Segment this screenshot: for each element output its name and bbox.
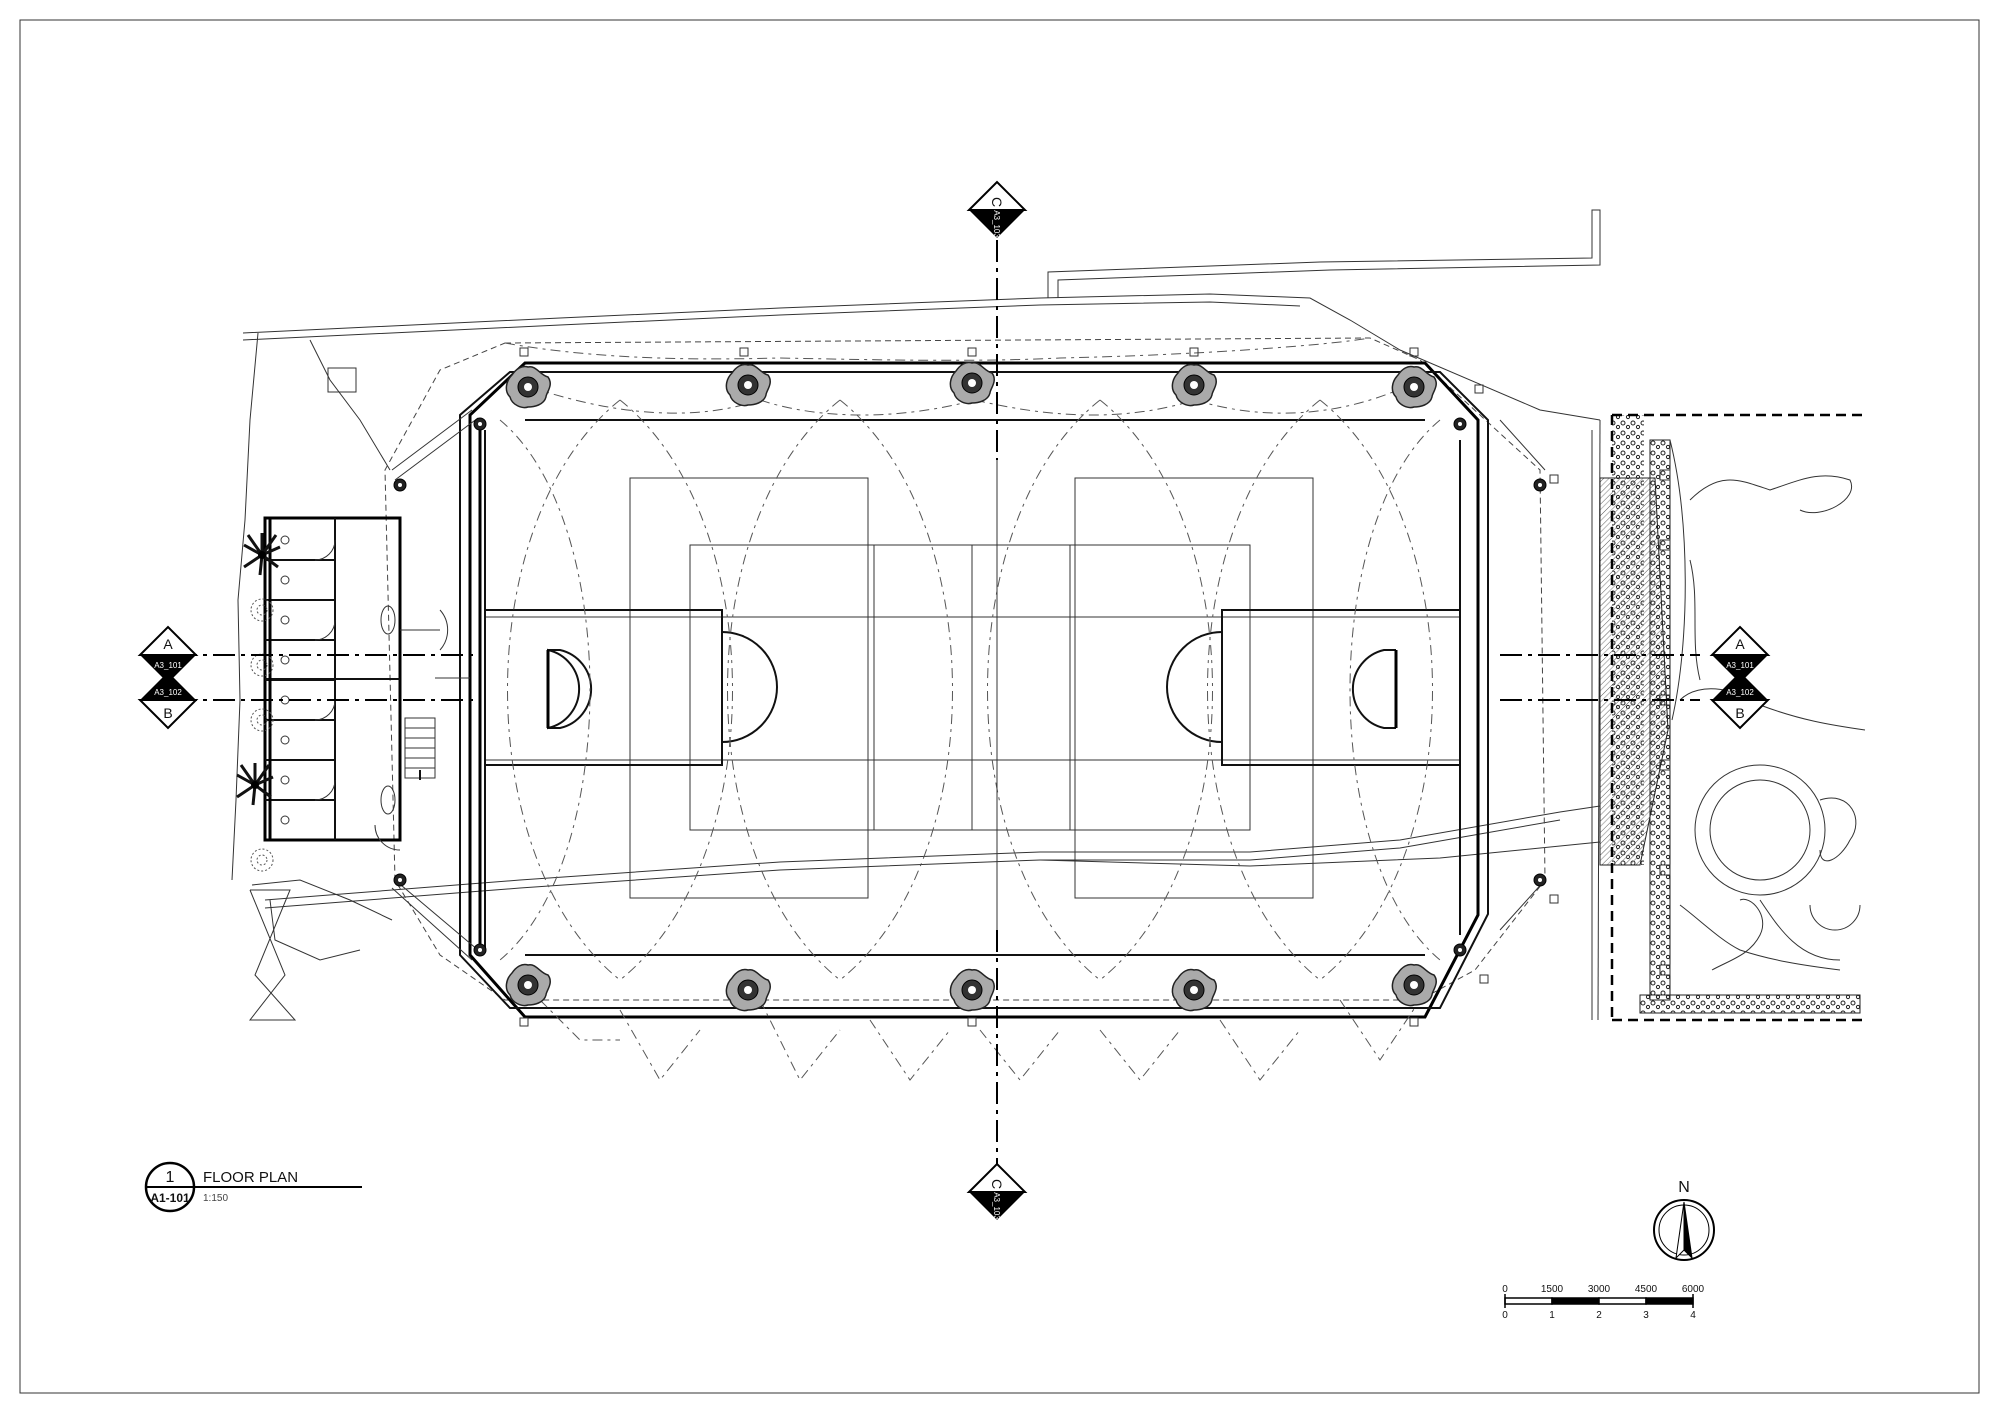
scale-label-m-2: 2	[1596, 1310, 1602, 1321]
scale-label-mm-3: 4500	[1635, 1284, 1658, 1295]
site-ramp	[248, 889, 297, 1021]
section-marker-letter: C	[989, 197, 1005, 207]
scale-label-m-3: 3	[1643, 1310, 1649, 1321]
amenities-block	[263, 516, 470, 851]
view-scale: 1:150	[203, 1193, 228, 1204]
view-title-block: 1 A1-101 FLOOR PLAN 1:150	[144, 1161, 362, 1213]
scale-label-m-4: 4	[1690, 1310, 1696, 1321]
north-label: N	[1678, 1179, 1690, 1196]
north-arrow: N	[1653, 1179, 1715, 1261]
adjacent-area	[1599, 413, 1866, 1022]
section-marker-b-left[interactable]: B A3_102	[137, 672, 199, 730]
section-marker-letter: A	[163, 636, 173, 652]
view-number: 1	[166, 1169, 175, 1186]
section-marker-letter: B	[163, 705, 172, 721]
scale-label-m-0: 0	[1502, 1310, 1508, 1321]
section-marker-ref: A3_102	[154, 688, 182, 697]
canopy-outline	[384, 337, 1546, 1001]
section-marker-ref: A3_101	[154, 661, 182, 670]
section-marker-letter: A	[1735, 636, 1745, 652]
building-outline	[391, 361, 1546, 1019]
section-marker-a-left[interactable]: A A3_101	[137, 625, 199, 683]
section-marker-letter: C	[989, 1179, 1005, 1189]
section-marker-c-top[interactable]: C A3_103	[966, 180, 1028, 238]
scale-label-mm-4: 6000	[1682, 1284, 1705, 1295]
sheet-ref: A1-101	[150, 1191, 190, 1205]
section-marker-letter: B	[1735, 705, 1744, 721]
scale-label-mm-1: 1500	[1541, 1284, 1564, 1295]
section-marker-ref: A3_102	[1726, 688, 1754, 697]
court-markings	[484, 477, 1461, 899]
section-marker-ref: A3_101	[1726, 661, 1754, 670]
section-marker-b-right[interactable]: B A3_102	[1709, 672, 1771, 730]
scale-bar: 0 1500 3000 4500 6000 0 1 2 3 4	[1502, 1284, 1704, 1321]
lighting-coverage	[499, 379, 1441, 1081]
section-lines	[175, 240, 1700, 1170]
sheet-border	[19, 19, 1980, 1394]
tree-planting	[505, 361, 1437, 1012]
scale-label-mm-0: 0	[1502, 1284, 1508, 1295]
section-marker-a-right[interactable]: A A3_101	[1709, 625, 1771, 683]
section-marker-ref: A3_103	[992, 1192, 1001, 1220]
structural-posts	[393, 347, 1559, 1027]
section-marker-c-bottom[interactable]: C A3_103	[966, 1162, 1028, 1220]
scale-label-m-1: 1	[1549, 1310, 1555, 1321]
landscape-left	[235, 531, 282, 872]
scale-label-mm-2: 3000	[1588, 1284, 1611, 1295]
view-title: FLOOR PLAN	[203, 1169, 298, 1186]
site-boundary	[231, 209, 1601, 1021]
section-marker-ref: A3_103	[992, 210, 1001, 238]
